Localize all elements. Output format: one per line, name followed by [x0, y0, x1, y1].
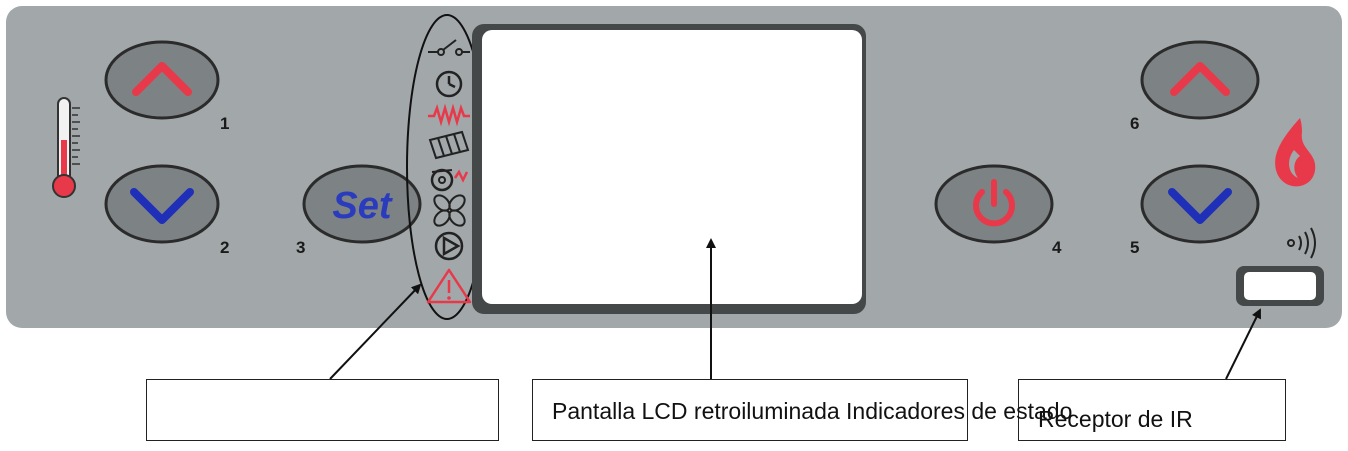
down-button-left[interactable]: [104, 162, 224, 248]
power-button[interactable]: [934, 162, 1058, 248]
button-number-2: 2: [220, 238, 230, 257]
arrow-status-indicators: [329, 283, 422, 380]
chevron-down-icon: [1168, 188, 1232, 224]
callout-box-right: [1018, 379, 1286, 441]
button-number-1: 1: [220, 114, 230, 133]
fan-icon: [433, 194, 466, 227]
power-icon: [973, 179, 1015, 227]
warning-icon: [426, 268, 472, 304]
callout-text-right: Receptor de IR: [1038, 406, 1193, 432]
button-number-4: 4: [1052, 238, 1062, 257]
callout-box-left: [146, 379, 499, 441]
chevron-up-icon: [132, 62, 192, 96]
switch-icon: [428, 39, 470, 56]
chevron-up-icon: [1170, 62, 1230, 96]
chevron-down-icon: [130, 188, 194, 224]
button-number-5: 5: [1130, 238, 1140, 257]
down-button-right[interactable]: [1140, 162, 1264, 248]
auger-icon: [428, 130, 470, 160]
igniter-fan-icon: [430, 168, 469, 192]
button-number-6: 6: [1130, 114, 1140, 133]
arrow-ir-receiver: [1225, 308, 1261, 380]
ir-receiver-lens: [1244, 272, 1316, 300]
set-button[interactable]: Set: [302, 162, 426, 248]
clock-icon: [435, 70, 463, 98]
set-label: Set: [332, 185, 392, 227]
resistance-icon: [428, 103, 470, 127]
up-button-right[interactable]: [1140, 38, 1264, 124]
button-number-3: 3: [296, 238, 306, 257]
callout-box-middle: [532, 379, 968, 441]
callout-text-middle: Pantalla LCD retroiluminada Indicadores …: [552, 398, 1073, 424]
lcd-screen: [482, 30, 862, 304]
up-button-left[interactable]: [104, 38, 224, 124]
pump-icon: [434, 231, 464, 261]
